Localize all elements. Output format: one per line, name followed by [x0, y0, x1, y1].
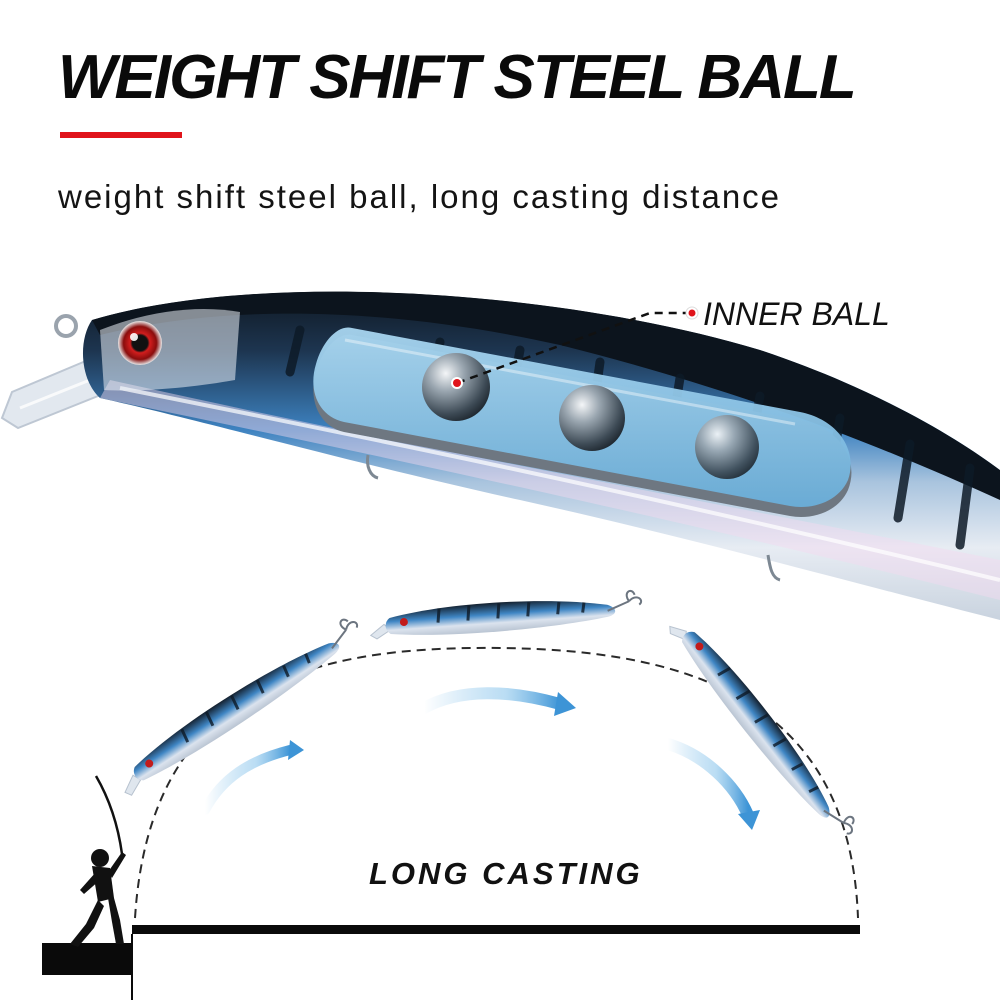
title-accent-bar	[60, 132, 182, 138]
fishing-rod	[94, 775, 124, 855]
lure-thumbnail-left	[124, 618, 359, 796]
long-casting-label: LONG CASTING	[369, 856, 643, 891]
angler-platform	[42, 943, 132, 975]
inner-ball-callout-line	[451, 306, 699, 389]
lure-thumbnail-right	[669, 625, 855, 835]
inner-ball-label: INNER BALL	[703, 296, 890, 332]
angler-silhouette	[70, 849, 126, 947]
lure-thumbnail-top	[369, 589, 643, 640]
page-subtitle: weight shift steel ball, long casting di…	[58, 178, 782, 215]
ground-line	[132, 925, 860, 934]
page-title: WEIGHT SHIFT STEEL BALL	[58, 43, 857, 112]
motion-arrows	[200, 687, 760, 830]
